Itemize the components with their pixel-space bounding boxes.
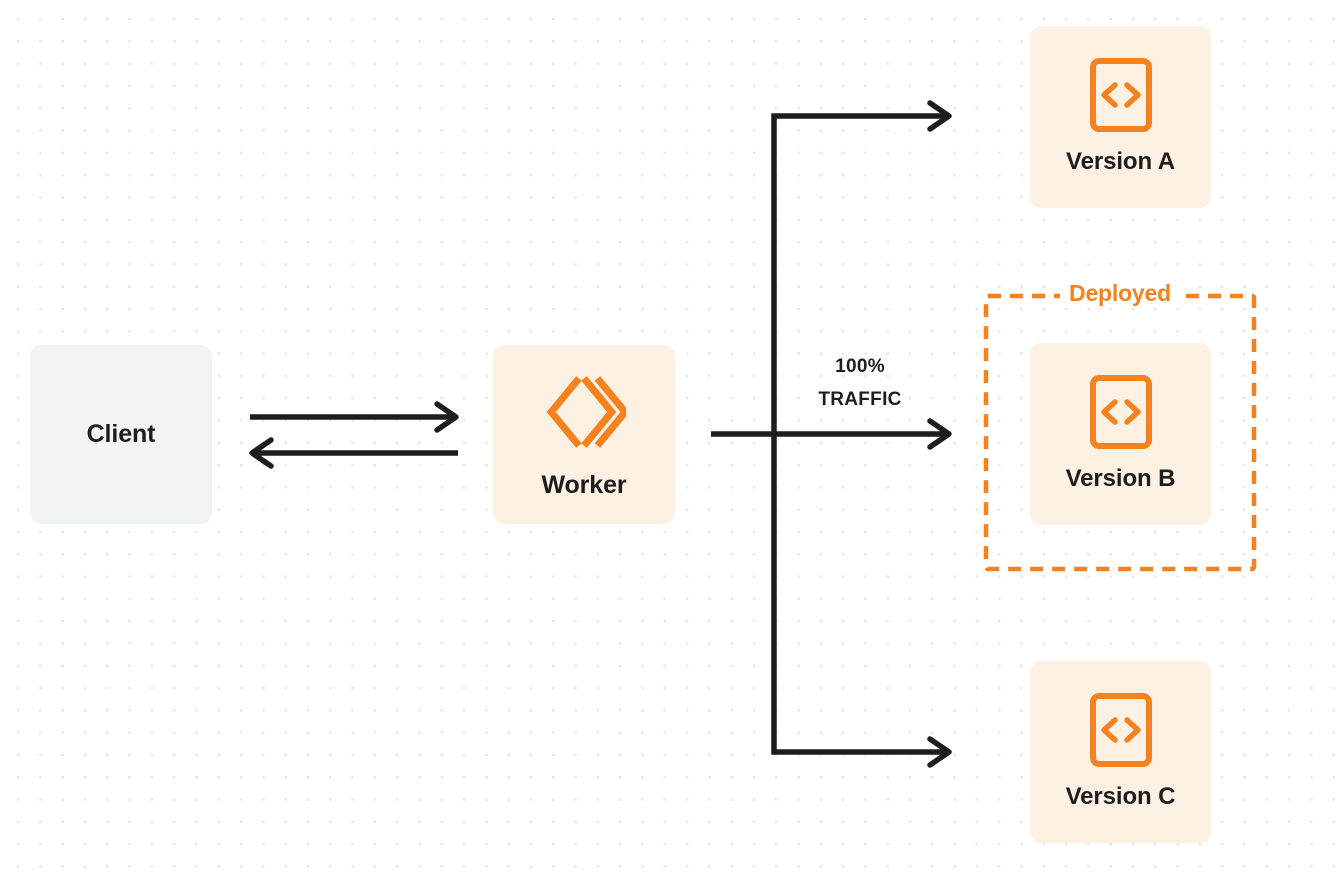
version-c-label: Version C (1065, 783, 1176, 810)
traffic-caption: TRAFFIC (818, 389, 902, 410)
arrow-worker-to-version-c (927, 736, 952, 768)
arrow-worker-to-version-b (711, 418, 952, 450)
cloudflare-workers-logo-icon (542, 370, 626, 454)
traffic-label: 100% TRAFFIC (789, 350, 931, 416)
worker-label: Worker (541, 470, 627, 499)
client-node[interactable]: Client (30, 345, 212, 524)
arrow-worker-to-version-a (927, 100, 952, 132)
version-b-label: Version B (1065, 465, 1176, 492)
code-file-icon (1089, 693, 1152, 767)
client-label: Client (86, 420, 156, 448)
deployed-group: Deployed (983, 278, 1257, 572)
worker-node[interactable]: Worker (493, 345, 675, 524)
trunk-vertical-line (771, 113, 944, 755)
arrow-worker-to-client (249, 437, 458, 469)
version-a-node[interactable]: Version A (1030, 26, 1211, 208)
code-file-icon (1089, 58, 1152, 132)
deployed-label: Deployed (1060, 278, 1180, 308)
version-b-node[interactable]: Version B (1030, 343, 1211, 525)
arrow-client-to-worker (250, 401, 459, 433)
code-file-icon (1089, 375, 1152, 449)
version-c-node[interactable]: Version C (1030, 661, 1211, 843)
version-a-label: Version A (1066, 148, 1175, 175)
traffic-percent: 100% (835, 356, 885, 377)
